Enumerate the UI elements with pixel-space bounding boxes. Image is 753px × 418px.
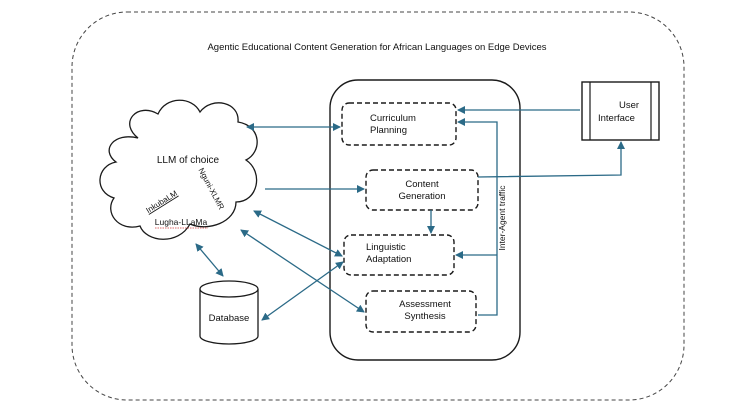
agent-assessment-line2: Synthesis <box>404 311 445 322</box>
user-interface-box <box>581 81 660 141</box>
agent-curriculum-line2: Planning <box>370 125 407 136</box>
agent-curriculum-line1: Curriculum <box>370 113 416 124</box>
arrow-content-ui <box>477 141 625 178</box>
agent-linguistic-line2: Adaptation <box>366 254 411 265</box>
agent-linguistic-adaptation <box>343 234 455 276</box>
llm-cloud <box>99 99 258 240</box>
llm-model-lugha-llama: Lugha-LLaMa <box>155 217 208 227</box>
inter-agent-traffic-line <box>457 118 498 316</box>
agent-content-line1: Content <box>405 179 439 190</box>
database-label: Database <box>209 313 250 324</box>
diagram-title: Agentic Educational Content Generation f… <box>207 42 546 53</box>
agent-content-generation <box>365 169 479 211</box>
user-interface-line1: User <box>619 100 639 111</box>
agent-curriculum-planning <box>341 102 457 146</box>
arrow-llm-database <box>195 243 224 277</box>
agent-linguistic-line1: Linguistic <box>366 242 406 253</box>
inter-agent-label: Inter-Agent traffic <box>497 185 507 251</box>
llm-label: LLM of choice <box>157 155 220 166</box>
arrow-database-linguistic <box>261 261 344 321</box>
agent-assessment-synthesis <box>365 290 477 333</box>
agent-assessment-line1: Assessment <box>399 299 451 310</box>
user-interface-line2: Interface <box>598 113 635 124</box>
arrow-llm-linguistic <box>253 210 343 257</box>
agent-content-line2: Generation <box>398 191 445 202</box>
